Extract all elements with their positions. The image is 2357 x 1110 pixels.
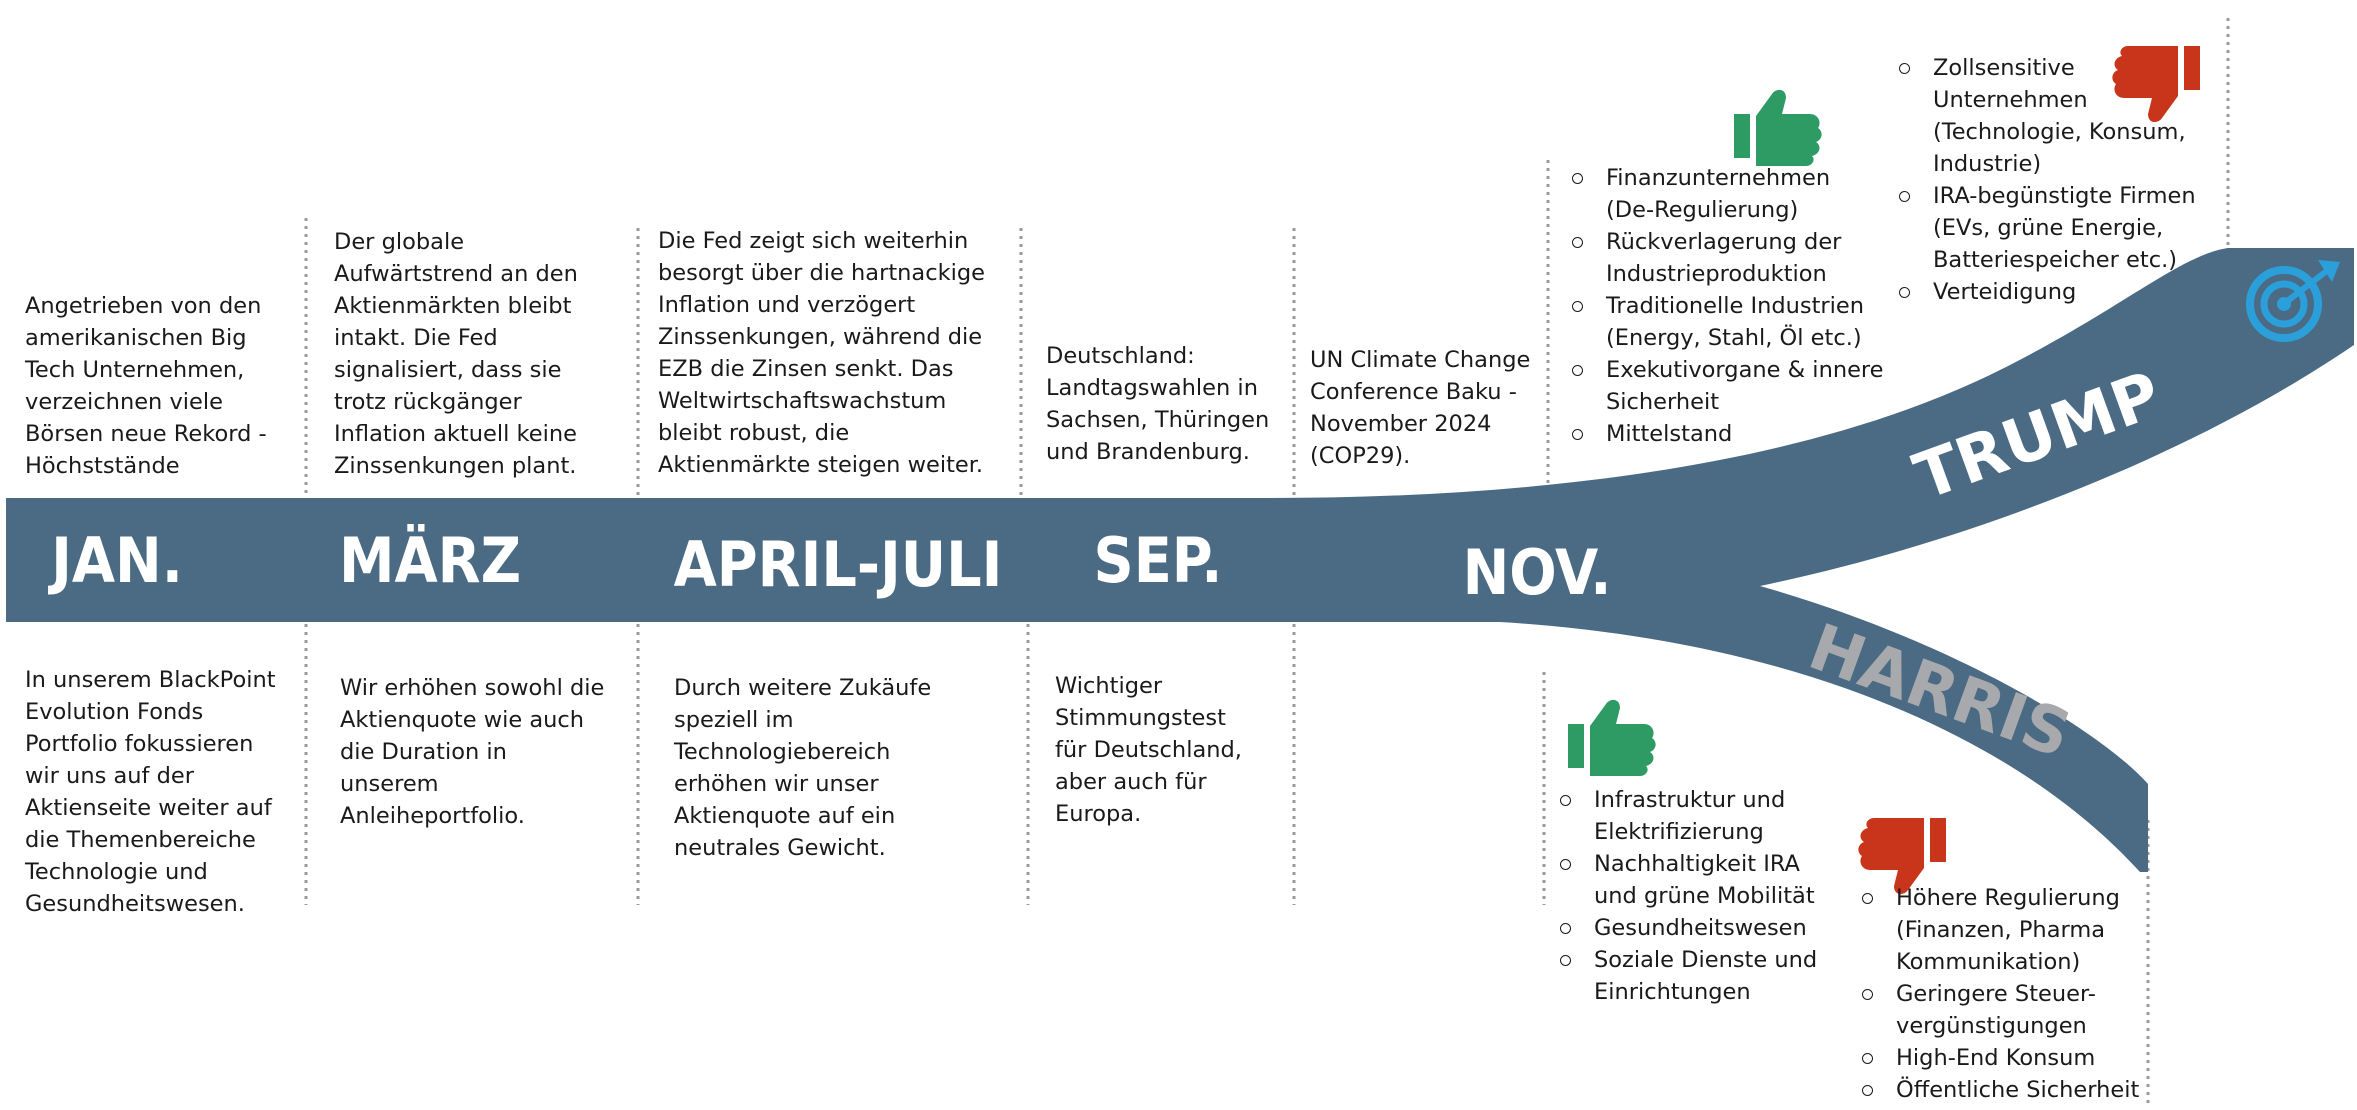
- top-text-nov: UN Climate Change Conference Baku - Nove…: [1310, 347, 1531, 469]
- target-icon: [2246, 260, 2340, 342]
- dividers: [304, 18, 2230, 1105]
- list-item: Verteidigung: [1897, 276, 2196, 308]
- trump-thumbs-down-icon: [2112, 46, 2200, 123]
- harris-thumbs-down-icon: [1858, 818, 1946, 895]
- top-text-april-juli: Die Fed zeigt sich weiterhin besorgt übe…: [658, 228, 985, 478]
- bottom-text-april-juli: Durch weitere Zukäufe speziell im Techno…: [674, 675, 932, 861]
- band-path: [6, 248, 2354, 872]
- trump-thumbs-up-icon: [1734, 89, 1822, 166]
- trump-losers-list: Zollsensitive Unternehmen (Technologie, …: [1897, 52, 2196, 308]
- list-item: Traditionelle Industrien (Energy, Stahl,…: [1570, 290, 1884, 354]
- top-text-jan: Angetrieben von den amerikanischen Big T…: [25, 293, 267, 479]
- harris-losers-list: Höhere Regulierung (Finanzen, Pharma Kom…: [1860, 882, 2139, 1106]
- list-item: IRA-begünstigte Firmen (EVs, grüne Energ…: [1897, 180, 2196, 276]
- list-item: Soziale Dienste und Einrichtungen: [1558, 944, 1817, 1008]
- list-item: Exekutivorgane & innere Sicherheit: [1570, 354, 1884, 418]
- bottom-text-maerz: Wir erhöhen sowohl die Aktienquote wie a…: [340, 675, 605, 829]
- list-item: Öffentliche Sicherheit: [1860, 1074, 2139, 1106]
- month-jan: JAN.: [47, 524, 183, 597]
- trump-winners-list: Finanzunternehmen (De-Regulierung) Rückv…: [1570, 162, 1884, 450]
- bottom-text-jan: In unserem BlackPoint Evolution Fonds Po…: [25, 667, 276, 917]
- month-nov: NOV.: [1463, 536, 1612, 609]
- top-text-maerz: Der globale Aufwärtstrend an den Aktienm…: [334, 229, 578, 479]
- list-item: Gesundheitswesen: [1558, 912, 1817, 944]
- list-item: Rückverlagerung der Industrieproduktion: [1570, 226, 1884, 290]
- list-item: Geringere Steuer- vergünstigungen: [1860, 978, 2139, 1042]
- list-item: High-End Konsum: [1860, 1042, 2139, 1074]
- bottom-text-sep: Wichtiger Stimmungstest für Deutschland,…: [1055, 673, 1242, 827]
- harris-thumbs-up-icon: [1568, 699, 1656, 776]
- list-item: Höhere Regulierung (Finanzen, Pharma Kom…: [1860, 882, 2139, 978]
- month-maerz: MÄRZ: [339, 524, 521, 597]
- top-text-sep: Deutschland: Landtagswahlen in Sachsen, …: [1046, 343, 1270, 465]
- list-item: Finanzunternehmen (De-Regulierung): [1570, 162, 1884, 226]
- list-item: Mittelstand: [1570, 418, 1884, 450]
- list-item: Infrastruktur und Elektrifizierung: [1558, 784, 1817, 848]
- harris-winners-list: Infrastruktur und Elektrifizierung Nachh…: [1558, 784, 1817, 1008]
- list-item: Zollsensitive Unternehmen (Technologie, …: [1897, 52, 2196, 180]
- branch-harris-label: HARRIS: [1800, 610, 2080, 772]
- list-item: Nachhaltigkeit IRA und grüne Mobilität: [1558, 848, 1817, 912]
- month-april-juli: APRIL-JULI: [674, 528, 1003, 601]
- month-sep: SEP.: [1094, 524, 1223, 597]
- timeline-band: [6, 248, 2354, 872]
